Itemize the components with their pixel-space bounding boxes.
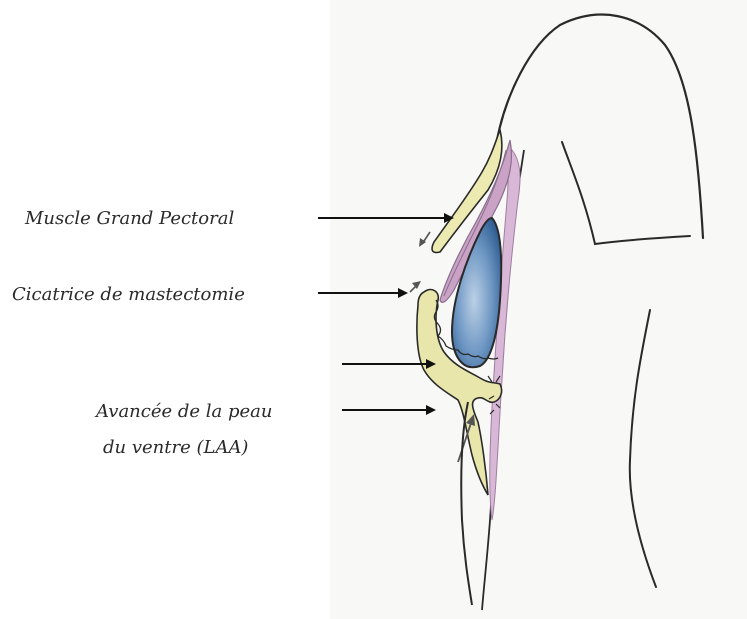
label-laa-line2: du ventre (LAA) — [103, 437, 248, 459]
label-mastectomy-scar: Cicatrice de mastectomie — [12, 284, 245, 306]
label-laa-line1: Avancée de la peau — [96, 401, 272, 423]
label-pectoral-muscle: Muscle Grand Pectoral — [25, 208, 234, 230]
